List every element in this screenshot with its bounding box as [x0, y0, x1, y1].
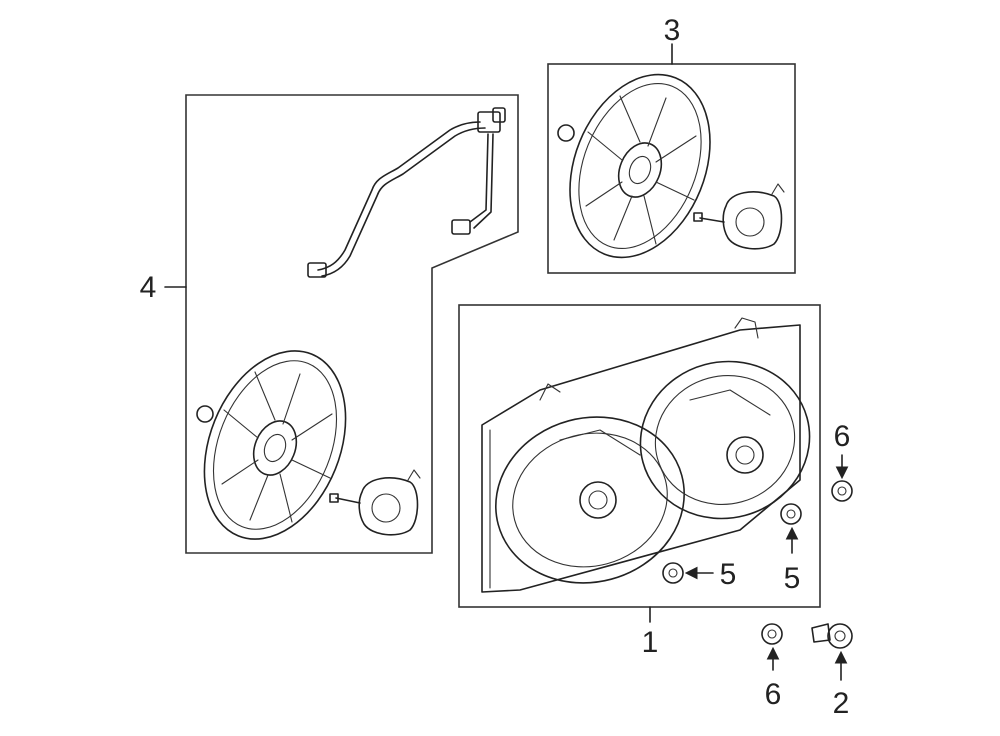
nut-5-right	[780, 503, 802, 554]
retainer-nut-upper	[557, 124, 575, 142]
fan-motor-lower	[329, 469, 421, 536]
callout-6-upper: 6	[834, 420, 851, 453]
callout-1: 1	[642, 626, 659, 659]
fan-blade-upper	[569, 73, 711, 259]
retainer-nut-lower-left	[196, 405, 214, 423]
callout-4: 4	[140, 271, 157, 304]
callout-6-lower: 6	[765, 678, 782, 711]
callout-5-left: 5	[720, 558, 737, 591]
callout-3: 3	[664, 14, 681, 47]
bolt-2	[811, 623, 853, 681]
shroud-box-1	[458, 304, 821, 623]
nut-6-lower	[761, 623, 783, 671]
fan-motor-upper	[693, 183, 785, 250]
fan-shroud	[481, 317, 811, 593]
wire-harness	[307, 107, 506, 278]
callout-5-right: 5	[784, 562, 801, 595]
nut-5-left	[662, 562, 714, 584]
fan-blade-lower	[203, 350, 347, 540]
nut-6-upper	[831, 454, 853, 502]
fan-assembly-box-3	[547, 43, 796, 274]
callout-2: 2	[833, 687, 850, 720]
